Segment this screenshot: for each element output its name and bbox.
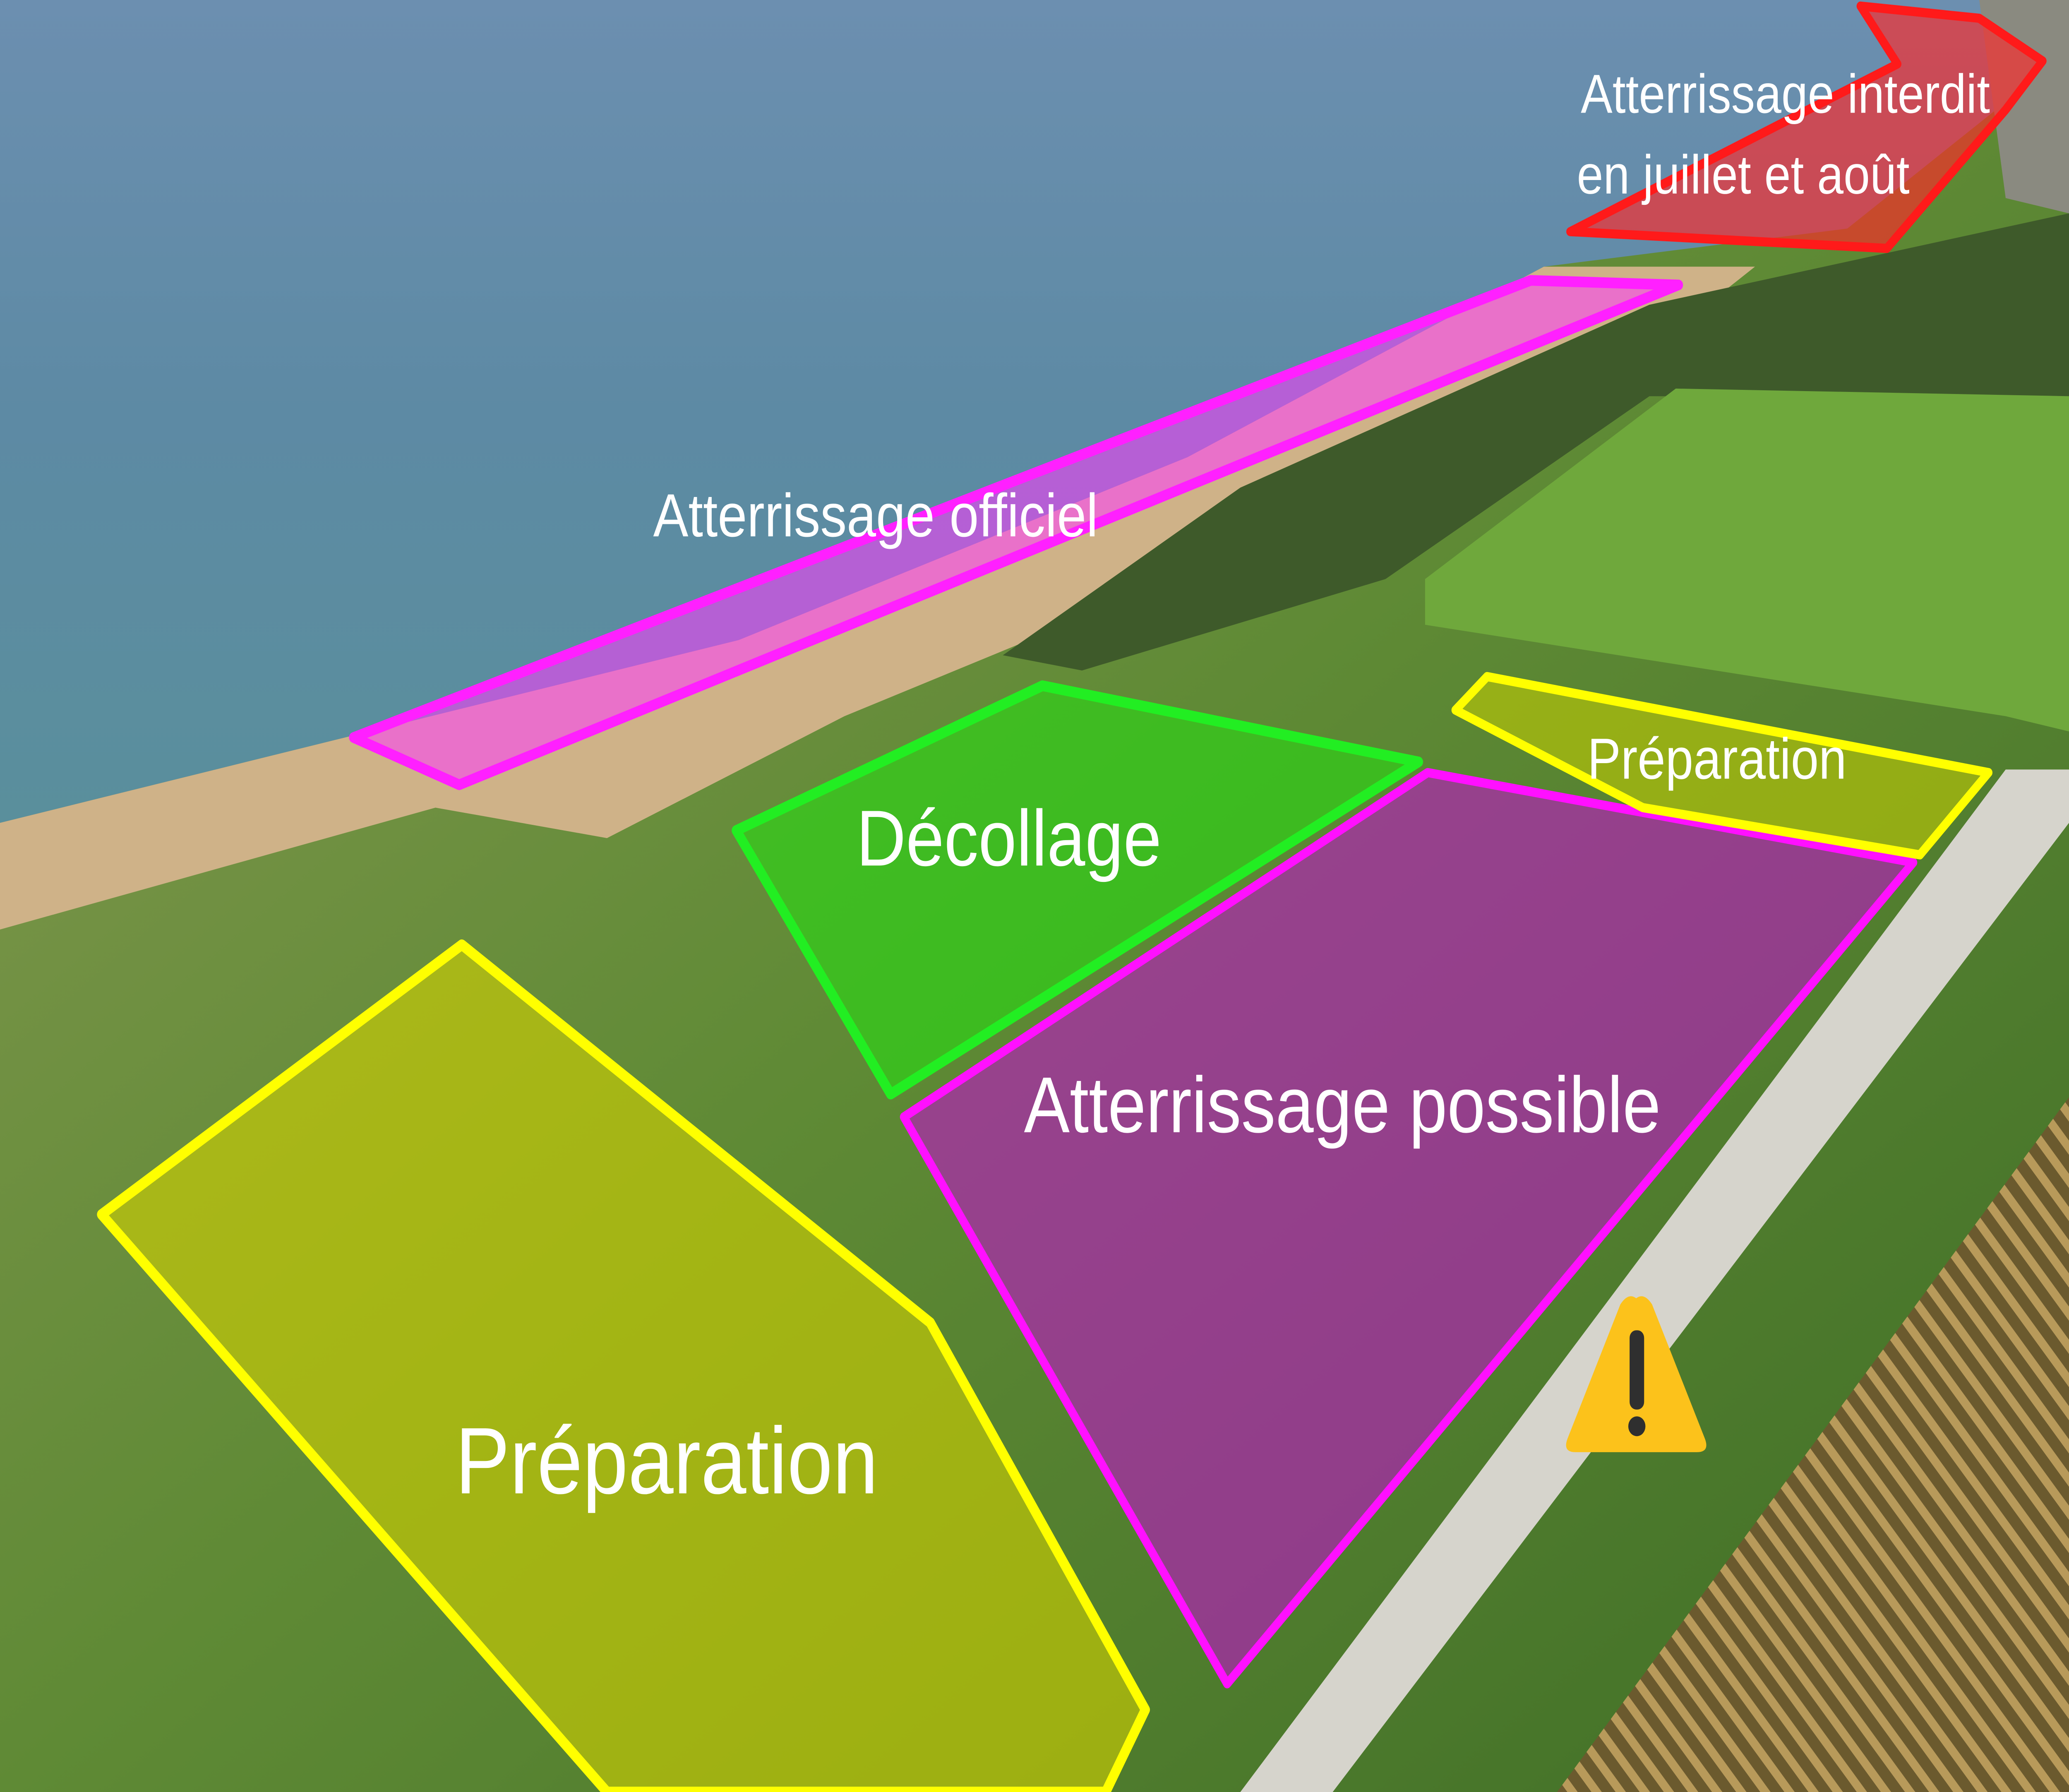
zone-official-landing[interactable] bbox=[349, 275, 1683, 790]
label-official-landing: Atterrissage officiel bbox=[653, 481, 1098, 550]
sea bbox=[0, 0, 2069, 823]
label-possible-landing: Atterrissage possible bbox=[1024, 1061, 1661, 1149]
zone-possible-landing[interactable] bbox=[900, 768, 1918, 1689]
warning-triangle-icon bbox=[1566, 1296, 1707, 1452]
label-forbidden-line1: Atterrissage interdit bbox=[1581, 64, 1990, 125]
label-preparation-small: Préparation bbox=[1587, 726, 1846, 791]
label-preparation-large: Préparation bbox=[455, 1408, 878, 1513]
zone-preparation-small[interactable] bbox=[1451, 672, 1993, 860]
zone-preparation-large[interactable] bbox=[97, 939, 1150, 1792]
cliff-vegetation bbox=[1003, 213, 2069, 671]
zone-takeoff[interactable] bbox=[732, 680, 1423, 1100]
cornfield bbox=[1557, 1097, 2069, 1792]
label-forbidden-line2: en juillet et août bbox=[1577, 144, 1910, 206]
zone-forbidden-landing[interactable] bbox=[1566, 1, 2047, 253]
label-takeoff: Décollage bbox=[857, 794, 1162, 882]
field-top-right bbox=[1425, 388, 2069, 732]
road bbox=[1240, 769, 2069, 1792]
